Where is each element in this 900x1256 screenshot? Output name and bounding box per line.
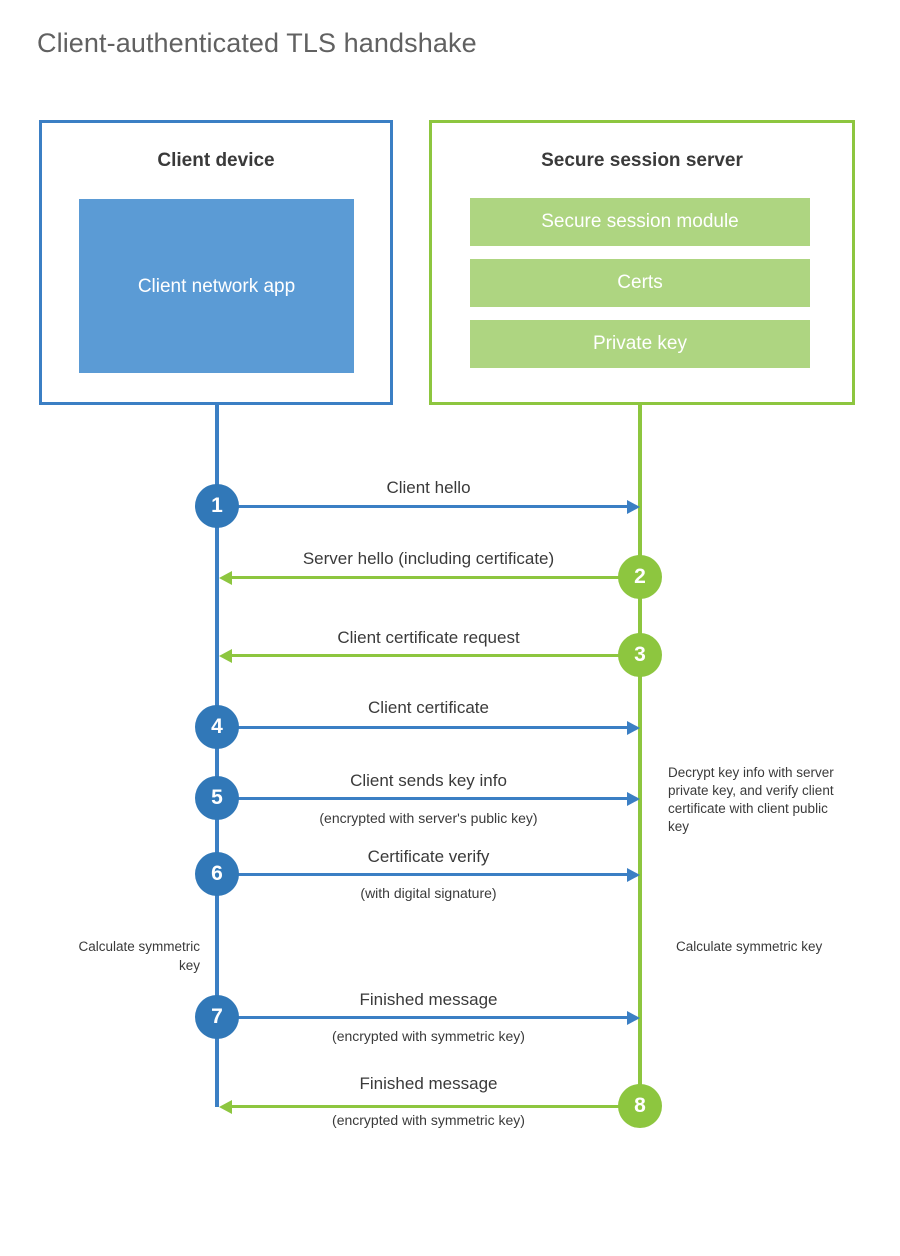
step-1-arrow-head: [627, 499, 640, 514]
step-4-arrow-head: [627, 720, 640, 735]
step-2-arrow-line: [232, 576, 640, 579]
step-2-label: Server hello (including certificate): [302, 549, 555, 568]
step-1-arrow-line: [217, 505, 627, 508]
step-1-label: Client hello: [386, 478, 471, 497]
step-6-label: Certificate verify: [367, 847, 490, 866]
step-7-marker[interactable]: 7: [195, 995, 239, 1039]
step-2-arrow-head: [219, 570, 232, 585]
server-calculate-symmetric-key-note: Calculate symmetric key: [676, 939, 823, 954]
step-3-label: Client certificate request: [337, 628, 520, 647]
step-6-arrow-head: [627, 867, 640, 882]
server-process-note: Decrypt key info with server private key…: [668, 765, 834, 834]
step-7-arrow-head: [627, 1010, 640, 1025]
step-5-sublabel: (encrypted with server's public key): [319, 810, 538, 826]
client-network-app-block: Client network app: [79, 199, 354, 373]
step-7-label: Finished message: [359, 990, 498, 1009]
step-1-marker[interactable]: 1: [195, 484, 239, 528]
step-5-marker[interactable]: 5: [195, 776, 239, 820]
step-2-marker[interactable]: 2: [618, 555, 662, 599]
step-6-sublabel: (with digital signature): [360, 885, 497, 901]
server-component-secure-session-module: Secure session module: [470, 198, 810, 246]
step-4-marker[interactable]: 4: [195, 705, 239, 749]
step-7-arrow-line: [217, 1016, 627, 1019]
step-8-sublabel: (encrypted with symmetric key): [332, 1112, 525, 1128]
step-8-label: Finished message: [359, 1074, 498, 1093]
client-calculate-symmetric-key-note: Calculate symmetric key: [78, 939, 200, 973]
step-7-sublabel: (encrypted with symmetric key): [332, 1028, 525, 1044]
step-8-arrow-head: [219, 1099, 232, 1114]
step-5-label: Client sends key info: [350, 771, 507, 790]
step-3-arrow-head: [219, 648, 232, 663]
server-component-private-key: Private key: [470, 320, 810, 368]
client-lifeline: [215, 405, 219, 1107]
step-6-arrow-line: [217, 873, 627, 876]
page-title: Client-authenticated TLS handshake: [37, 28, 477, 58]
step-4-arrow-line: [217, 726, 627, 729]
server-lifeline: [638, 405, 642, 1107]
step-4-label: Client certificate: [368, 698, 489, 717]
step-8-arrow-line: [232, 1105, 640, 1108]
step-6-marker[interactable]: 6: [195, 852, 239, 896]
secure-session-server-box: Secure session server Secure session mod…: [429, 120, 855, 405]
step-3-arrow-line: [232, 654, 640, 657]
client-device-title: Client device: [157, 150, 275, 171]
secure-session-server-title: Secure session server: [541, 150, 743, 171]
step-8-marker[interactable]: 8: [618, 1084, 662, 1128]
server-component-stack: Secure session module Certs Private key: [470, 198, 810, 381]
step-5-arrow-line: [217, 797, 627, 800]
client-device-box: Client device Client network app: [39, 120, 393, 405]
server-component-certs: Certs: [470, 259, 810, 307]
step-3-marker[interactable]: 3: [618, 633, 662, 677]
step-5-arrow-head: [627, 791, 640, 806]
